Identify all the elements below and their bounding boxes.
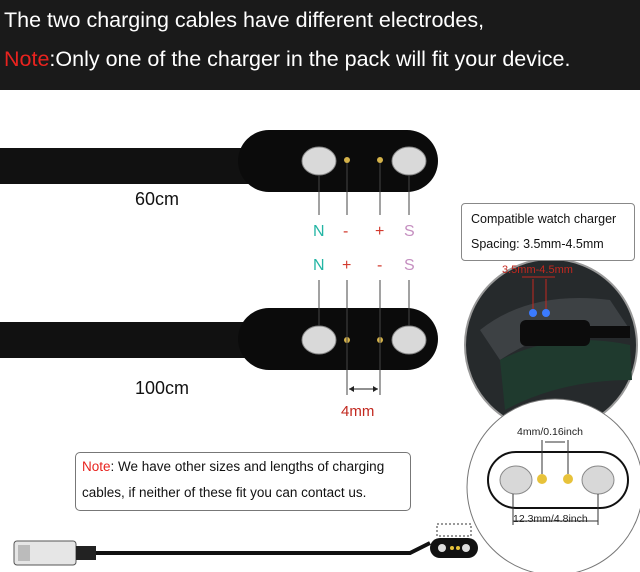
bottom-right-pad bbox=[391, 325, 427, 355]
pin-spacing-label: 4mm bbox=[341, 403, 375, 420]
bottom-pin-label-n: N bbox=[313, 257, 325, 274]
compatibility-title: Compatible watch charger bbox=[471, 212, 617, 226]
bottom-pin-label-minus: - bbox=[377, 257, 383, 274]
note-line-1: Note: We have other sizes and lengths of… bbox=[82, 459, 384, 474]
header-banner: The two charging cables have different e… bbox=[0, 0, 640, 90]
top-pin-label-minus: - bbox=[343, 223, 349, 240]
bottom-pin-label-plus: + bbox=[342, 257, 352, 274]
top-charger-head bbox=[238, 130, 438, 192]
note-text-1: : We have other sizes and lengths of cha… bbox=[110, 459, 385, 474]
note-label: Note bbox=[82, 459, 111, 474]
top-pin-1 bbox=[344, 157, 350, 163]
top-pin-label-n: N bbox=[313, 223, 325, 240]
top-left-pad bbox=[301, 146, 337, 176]
top-pin-label-s: S bbox=[404, 223, 415, 240]
banner-line-1: The two charging cables have different e… bbox=[4, 8, 485, 32]
spacing-range-label: 3.5mm-4.5mm bbox=[502, 264, 573, 276]
compatibility-spacing: Spacing: 3.5mm-4.5mm bbox=[471, 237, 604, 251]
top-pin-2 bbox=[377, 157, 383, 163]
banner-note-label: Note bbox=[4, 47, 50, 71]
note-line-2: cables, if neither of these fit you can … bbox=[82, 485, 367, 500]
detail-pin-spacing: 4mm/0.16inch bbox=[517, 426, 583, 438]
bottom-left-pad bbox=[301, 325, 337, 355]
bottom-cable-length: 100cm bbox=[135, 378, 190, 398]
bottom-pin-label-s: S bbox=[404, 257, 415, 274]
top-pin-label-plus: + bbox=[375, 223, 385, 240]
banner-note-text: :Only one of the charger in the pack wil… bbox=[49, 47, 571, 71]
banner-line-2: Note:Only one of the charger in the pack… bbox=[4, 47, 570, 72]
bottom-charger-head bbox=[238, 308, 438, 370]
top-cable-length: 60cm bbox=[135, 189, 180, 209]
top-right-pad bbox=[391, 146, 427, 176]
contact-note-box: Note: We have other sizes and lengths of… bbox=[75, 452, 411, 511]
detail-width: 12.3mm/4.8inch bbox=[513, 513, 588, 525]
compatibility-box: Compatible watch charger Spacing: 3.5mm-… bbox=[461, 203, 635, 261]
